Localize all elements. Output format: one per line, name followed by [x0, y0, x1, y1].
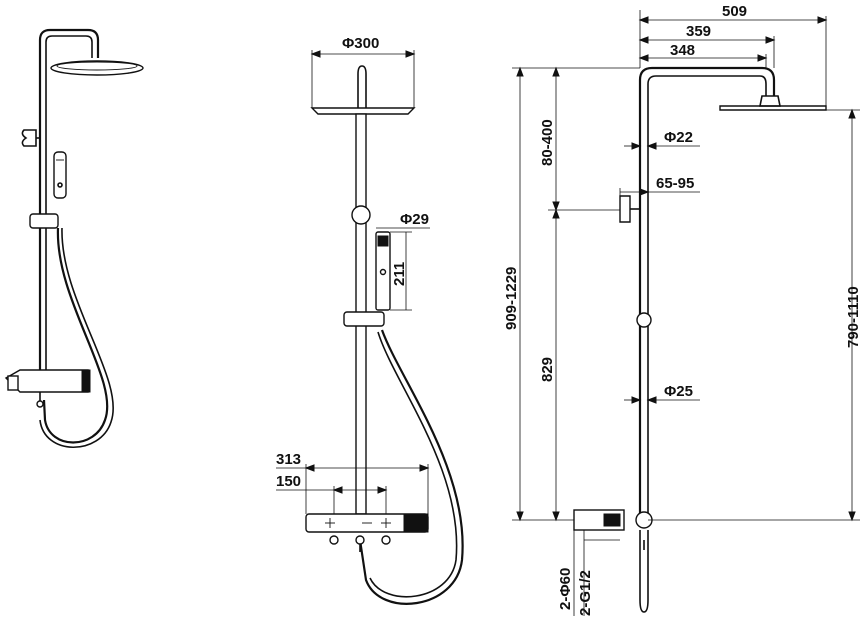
perspective-riser — [38, 28, 100, 385]
side-slider — [636, 312, 652, 328]
dim-top-adjust: 80-400 — [539, 119, 556, 166]
perspective-rain-head — [50, 60, 144, 76]
side-riser-arm — [638, 66, 776, 518]
front-rain-head — [310, 107, 416, 115]
front-wall-bracket — [351, 205, 371, 225]
dim-arm-inner: 348 — [670, 42, 695, 59]
dim-arm-outer: 509 — [722, 3, 747, 20]
dim-total-height: 909-1229 — [503, 267, 520, 330]
perspective-view — [4, 28, 144, 449]
front-mixer-handle — [403, 513, 429, 533]
front-view: Φ300 Φ29 211 313 150 — [276, 35, 464, 605]
perspective-hose — [42, 227, 109, 444]
side-view: 509 359 348 909-1229 80-400 829 790-1110 — [503, 3, 862, 616]
dim-head-diameter: Φ300 — [342, 35, 379, 52]
dim-lower-height: 829 — [539, 357, 556, 382]
dim-arm-mid: 359 — [686, 23, 711, 40]
dim-pipe-top: Φ22 — [664, 129, 693, 146]
dim-inlet-spacing: 150 — [276, 473, 301, 490]
perspective-wall-bracket — [21, 129, 37, 147]
dim-pipe-lower: Φ25 — [664, 383, 693, 400]
perspective-slider — [29, 213, 59, 229]
front-slider — [343, 311, 385, 327]
dim-hand-diameter: Φ29 — [400, 211, 429, 228]
perspective-hand-shower — [53, 151, 67, 199]
dim-right-height: 790-1110 — [845, 286, 862, 348]
dim-hand-length: 211 — [391, 262, 408, 286]
dim-bracket-depth: 65-95 — [656, 175, 694, 192]
dim-thread: 2-G1/2 — [577, 570, 594, 616]
dim-mixer-width: 313 — [276, 451, 301, 468]
front-hose — [358, 329, 464, 605]
side-wall-bracket — [619, 195, 631, 223]
dim-flange: 2-Φ60 — [557, 568, 574, 610]
